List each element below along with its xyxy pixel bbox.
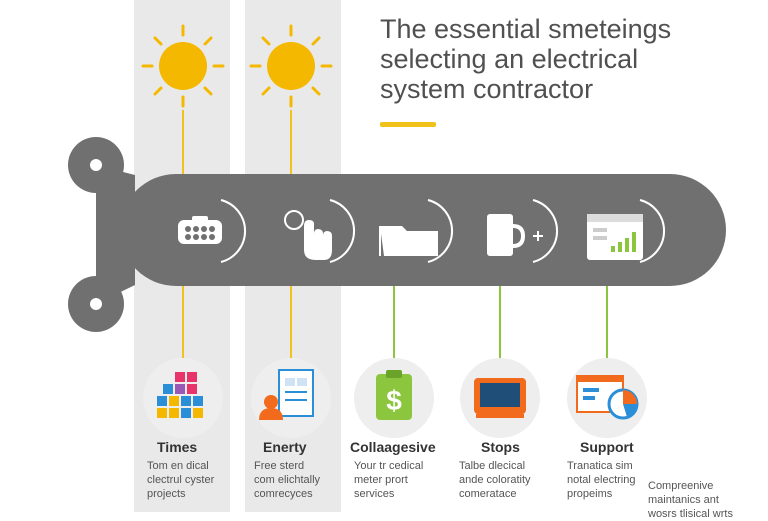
hand-tap-icon xyxy=(284,210,332,260)
monitor-icon xyxy=(474,378,526,418)
folder-icon xyxy=(379,226,438,256)
step-title-2: Enerty xyxy=(263,439,307,455)
title-line-3: system contractor xyxy=(380,74,594,104)
svg-text:$: $ xyxy=(386,385,402,416)
band-arcs xyxy=(220,199,666,263)
title-accent-bar xyxy=(380,122,436,127)
step-title-5: Support xyxy=(580,439,634,455)
battery-pack-icon xyxy=(178,216,222,244)
pie-window-icon xyxy=(576,375,639,420)
dollar-clipboard-icon: $ xyxy=(376,370,412,420)
step-title-4: Stops xyxy=(481,439,520,455)
sun-icon xyxy=(141,24,225,108)
profile-document-icon xyxy=(259,369,314,420)
title-line-2: selecting an electrical xyxy=(380,44,639,74)
sun-icon xyxy=(249,24,333,108)
mug-plus-icon xyxy=(487,214,543,256)
chart-window-icon xyxy=(587,214,643,260)
step-title-1: Times xyxy=(157,439,198,455)
diagram-title: The essential smeteings selecting an ele… xyxy=(380,14,760,104)
process-band xyxy=(68,137,726,332)
step-title-3: Collaagesive xyxy=(350,439,436,455)
color-blocks-icon xyxy=(157,372,203,418)
title-line-1: The essential smeteings xyxy=(380,14,672,44)
